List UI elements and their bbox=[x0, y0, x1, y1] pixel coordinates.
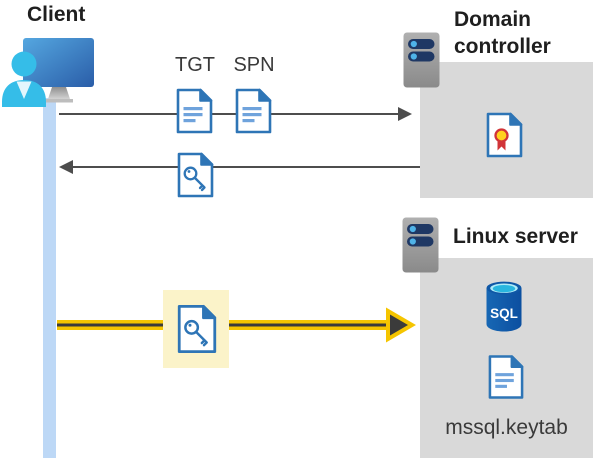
keytab-document-icon bbox=[488, 355, 524, 399]
tgt-label: TGT bbox=[175, 54, 215, 76]
request-arrow-head bbox=[398, 107, 412, 121]
domain-controller-server-icon bbox=[403, 32, 440, 88]
request-arrow-line bbox=[59, 113, 399, 115]
sql-connection-arrow bbox=[57, 307, 416, 343]
response-arrow-head bbox=[59, 160, 73, 174]
spn-document-icon bbox=[235, 88, 272, 134]
tgt-document-icon bbox=[176, 88, 213, 134]
user-icon bbox=[2, 51, 46, 107]
response-arrow-line bbox=[72, 166, 420, 168]
client-workstation-icon bbox=[2, 38, 94, 107]
spn-label: SPN bbox=[233, 54, 275, 76]
certificate-document-icon bbox=[486, 112, 523, 158]
sql-label: SQL bbox=[490, 306, 518, 321]
monitor-icon bbox=[23, 38, 94, 103]
keytab-filename-label: mssql.keytab bbox=[445, 416, 568, 439]
linux-server-label: Linux server bbox=[453, 225, 578, 248]
key-document-icon bbox=[177, 152, 214, 198]
client-label: Client bbox=[27, 3, 86, 26]
highlighted-key-document-icon bbox=[177, 304, 217, 354]
linux-server-icon bbox=[402, 217, 439, 273]
domain-controller-label: Domain controller bbox=[454, 8, 551, 58]
sql-database-icon: SQL bbox=[486, 281, 522, 332]
client-lifeline bbox=[43, 98, 56, 458]
